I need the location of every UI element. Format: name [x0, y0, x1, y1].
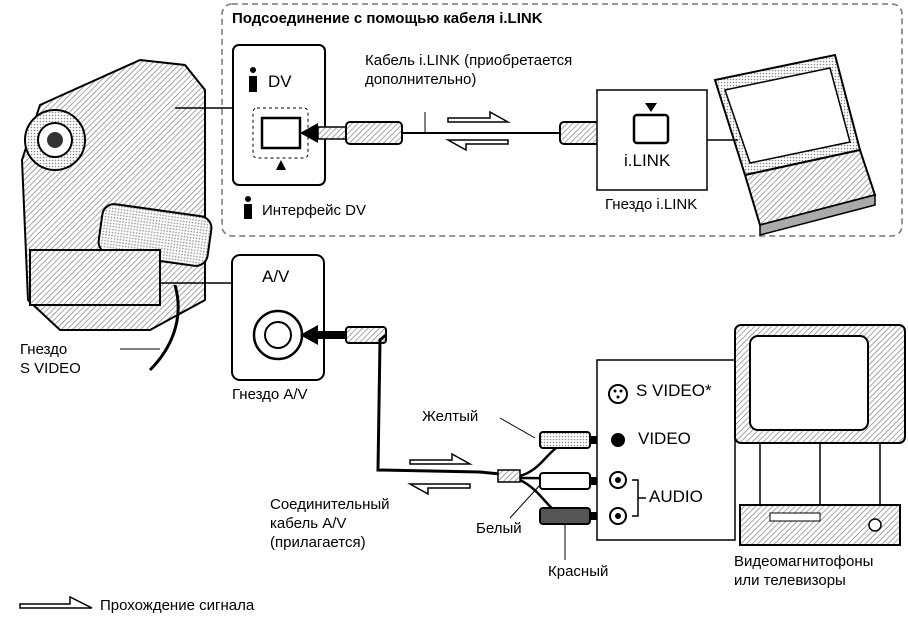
- signal-arrow-icon: [20, 597, 92, 608]
- vcr-icon: [740, 505, 900, 545]
- av-jack-label: Гнездо A/V: [232, 386, 308, 404]
- ilink-signal-arrows: [448, 112, 508, 150]
- rca-plug-yellow: [540, 432, 604, 448]
- devices-label-1: Видеомагнитофоны: [734, 553, 873, 571]
- ilink-cable-label-1: Кабель i.LINK (приобретается: [365, 52, 572, 70]
- dv-interface-label: Интерфейс DV: [262, 202, 366, 220]
- red-label: Красный: [548, 563, 608, 581]
- av-cable-label-2: кабель A/V: [270, 515, 346, 533]
- svideo-jack-label-2: S VIDEO: [20, 360, 81, 378]
- av-cable-label-3: (прилагается): [270, 534, 366, 552]
- dv-interface-panel: [233, 45, 325, 185]
- ilink-cable-label-2: дополнительно): [365, 71, 476, 89]
- yellow-label: Желтый: [422, 408, 478, 426]
- av-cable-label-1: Соединительный: [270, 496, 390, 514]
- tv-icon: [735, 325, 905, 505]
- white-label: Белый: [476, 520, 522, 538]
- ilink-section-title: Подсоединение с помощью кабеля i.LINK: [232, 10, 543, 28]
- av-label: A/V: [262, 268, 289, 286]
- devices-label-2: или телевизоры: [734, 572, 846, 590]
- ilink-symbol-icon: [244, 196, 252, 219]
- ilink-port-label: i.LINK: [624, 152, 670, 170]
- ilink-jack-label: Гнездо i.LINK: [605, 196, 697, 214]
- yellow-leader: [500, 418, 535, 438]
- svideo-input-label: S VIDEO*: [636, 382, 712, 400]
- ilink-cable: [300, 112, 638, 144]
- video-input-label: VIDEO: [638, 430, 691, 448]
- rca-plug-white: [540, 473, 604, 489]
- audio-input-label: AUDIO: [649, 488, 703, 506]
- svideo-jack-label-1: Гнездо: [20, 341, 67, 359]
- rca-plug-red: [540, 508, 604, 524]
- av-signal-arrows: [410, 454, 470, 494]
- signal-flow-legend: Прохождение сигнала: [100, 597, 254, 615]
- vcr-icon: [707, 55, 875, 235]
- camcorder-icon: [22, 60, 213, 370]
- white-leader: [510, 485, 540, 518]
- ilink-symbol-icon: [249, 67, 257, 92]
- ilink-port-panel: [597, 90, 707, 190]
- dv-label: DV: [268, 73, 292, 91]
